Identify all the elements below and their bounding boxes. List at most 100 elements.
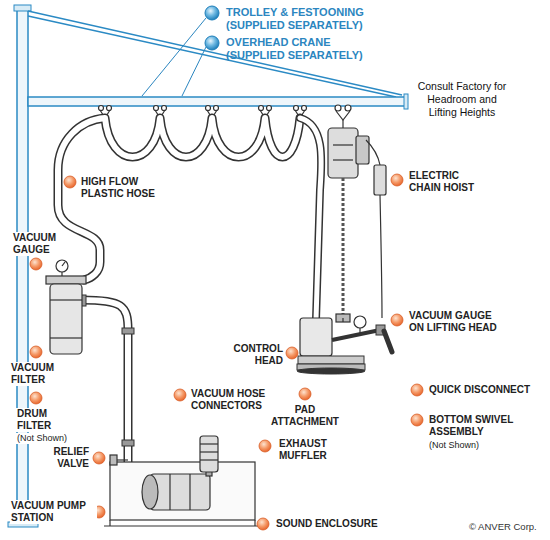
festoon-trolley-part — [99, 106, 104, 111]
festoon-trolley-part — [206, 106, 211, 111]
callout-dot-part — [30, 392, 42, 404]
electric-chain-hoist-part — [356, 136, 369, 164]
callout-dot-part — [411, 384, 423, 396]
part-label: PAD ATTACHMENT — [264, 404, 346, 428]
part-label: ELECTRIC CHAIN HOIST — [408, 170, 490, 194]
vacuum-gauge-part — [62, 262, 65, 266]
callout-dot — [30, 174, 423, 530]
electric-chain-hoist-part — [333, 159, 353, 160]
pad-attachment-part — [298, 356, 364, 364]
high-flow-hose-part — [58, 118, 300, 280]
vacuum-pump-part — [150, 474, 210, 510]
part-label: VACUUM GAUGE ON LIFTING HEAD — [408, 310, 508, 334]
callout-dot-part — [391, 314, 403, 326]
sound-enclosure-part — [109, 520, 110, 526]
pendant-control-part — [366, 140, 380, 165]
callout-dot-part — [93, 452, 105, 464]
part-label: DRUM FILTER — [16, 408, 78, 432]
callout-dot-part — [64, 176, 76, 188]
blue-callout-leader-part — [142, 18, 206, 96]
exhaust-muffler-part — [200, 459, 218, 460]
vacuum-pump-part — [142, 475, 158, 509]
exhaust-muffler-part — [200, 436, 218, 472]
hose-connector-part — [122, 328, 134, 334]
jib-column-part — [14, 5, 31, 11]
festoon-trolley — [99, 105, 352, 120]
lifting-handle — [332, 316, 392, 352]
exhaust-muffler-part — [200, 451, 218, 452]
vacuum-filter-part — [50, 284, 82, 354]
not-shown-note: (Not Shown) — [16, 433, 68, 444]
part-label: VACUUM FILTER — [10, 362, 67, 386]
high-flow-hose-part — [82, 300, 146, 486]
part-label: VACUUM PUMP STATION — [10, 500, 97, 524]
callout-dot-part — [299, 388, 311, 400]
electric-chain-hoist-part — [328, 128, 358, 178]
crane-beam-part — [404, 94, 408, 109]
part-label: EXHAUST MUFFLER — [278, 438, 350, 462]
vacuum-filter-part — [50, 299, 82, 300]
control-head — [300, 314, 350, 356]
electric-chain-hoist — [328, 120, 369, 178]
supplied-note: TROLLEY & FESTOONING (SUPPLIED SEPARATEL… — [225, 6, 387, 32]
lifting-handle-part — [384, 331, 392, 352]
festoon-trolley-part — [302, 106, 307, 111]
vacuum-filter-part — [50, 337, 82, 338]
factory-note: Consult Factory for Headroom and Lifting… — [411, 80, 513, 119]
callout-dot-part — [30, 258, 42, 270]
festoon-trolley-part — [154, 106, 159, 111]
hoist-chain-part — [342, 178, 345, 318]
hose-connector-part — [122, 440, 134, 446]
festoon-trolley-part — [259, 106, 264, 111]
festoon-trolley-part — [214, 106, 219, 111]
high-flow-hose-part — [82, 300, 146, 486]
blue-callout-leader-part — [182, 47, 206, 96]
part-label: SOUND ENCLOSURE — [275, 518, 379, 530]
pad-attachment — [297, 356, 365, 374]
jib-column-part — [17, 8, 28, 522]
part-label: BOTTOM SWIVEL ASSEMBLY — [428, 414, 525, 438]
electric-chain-hoist-part — [333, 144, 353, 145]
vacuum-filter — [46, 276, 86, 354]
callout-dot-part — [174, 389, 186, 401]
exhaust-muffler-part — [200, 443, 218, 444]
relief-valve-part — [110, 455, 117, 465]
vacuum-pump — [142, 468, 212, 510]
callout-dot-part — [259, 440, 271, 452]
control-head-part — [300, 318, 332, 356]
copyright: © ANVER Corp. — [468, 521, 538, 533]
vacuum-gauge-part — [61, 272, 62, 276]
pad-attachment-part — [297, 368, 365, 374]
festoon-trolley-part — [294, 106, 299, 111]
festoon-trolley-part — [267, 106, 272, 111]
part-label: CONTROL HEAD — [217, 343, 284, 367]
sound-enclosure — [104, 462, 261, 526]
part-label: RELIEF VALVE — [33, 446, 90, 470]
high-flow-hose — [58, 118, 321, 486]
hoist-chain — [343, 178, 344, 318]
part-label: HIGH FLOW PLASTIC HOSE — [80, 176, 162, 200]
callout-dot-part — [411, 414, 423, 426]
vacuum-gauge — [56, 260, 68, 276]
sound-enclosure-part — [254, 520, 255, 526]
blue-callout-dot-part — [205, 6, 219, 20]
callout-dot-part — [30, 346, 42, 358]
vacuum-gauge-part — [56, 260, 68, 272]
not-shown-note: (Not Shown) — [428, 440, 480, 451]
pendant-control — [366, 140, 386, 318]
festoon-trolley-part — [335, 105, 341, 111]
relief-valve-part — [116, 459, 128, 460]
supplied-note: OVERHEAD CRANE (SUPPLIED SEPARATELY) — [225, 36, 387, 62]
electric-chain-hoist-part — [342, 120, 343, 128]
control-head-part — [336, 314, 350, 322]
vacuum-filter-part — [46, 276, 86, 284]
callout-dot-part — [286, 347, 298, 359]
relief-valve — [110, 455, 128, 465]
high-flow-hose-part — [58, 118, 300, 280]
callout-dot-part — [257, 518, 269, 530]
pendant-control-part — [374, 165, 386, 195]
blue-callout-leader — [142, 18, 206, 96]
sound-enclosure-part — [104, 525, 261, 526]
high-flow-hose-part — [300, 118, 321, 320]
